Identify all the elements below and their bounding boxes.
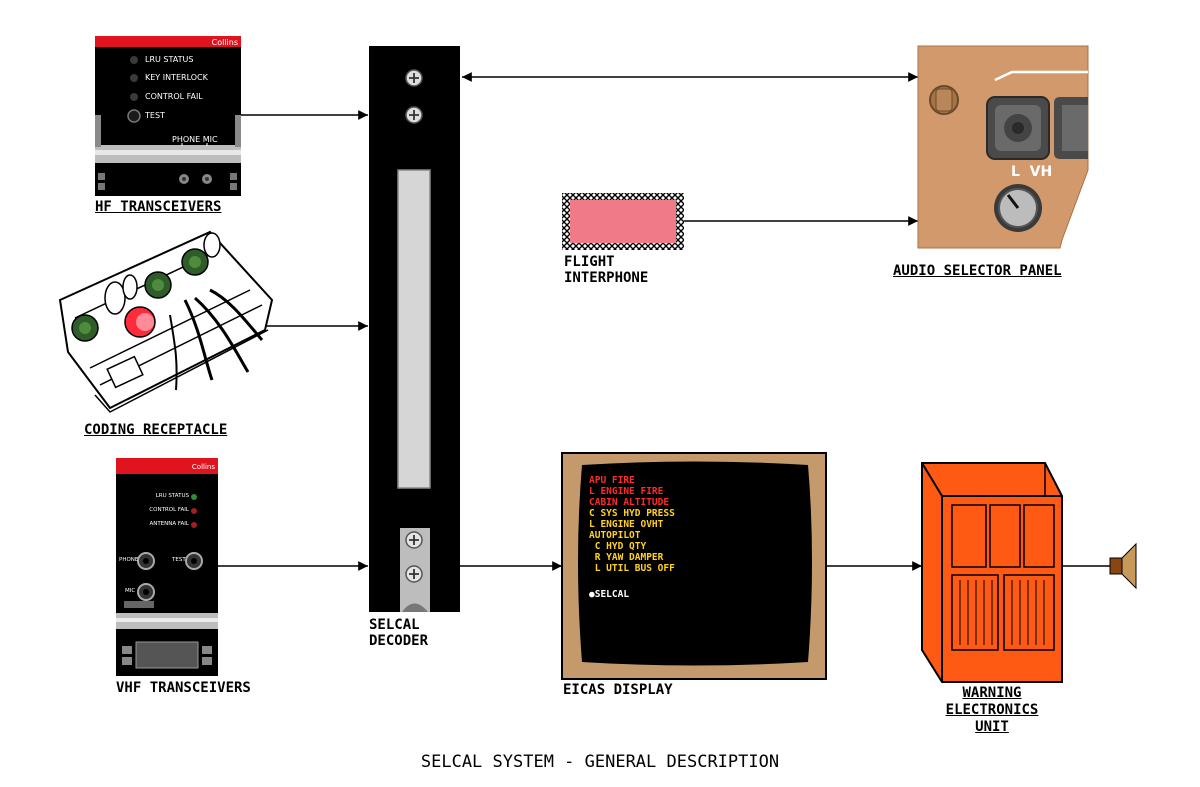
vhf-indicator-control-fail: CONTROL FAIL xyxy=(149,507,189,513)
decoder-label-line2: DECODER xyxy=(369,633,429,649)
vhf-transceivers-label: VHF TRANSCEIVERS xyxy=(116,680,251,696)
vhf-brand: Collins xyxy=(191,463,215,471)
weu-label-line1: WARNING xyxy=(962,685,1022,701)
coding-receptacle-drawing xyxy=(58,230,274,413)
hf-transceivers-label: HF TRANSCEIVERS xyxy=(95,199,222,215)
audio-button-vhf xyxy=(1054,97,1088,159)
eicas-msg-3: CABIN ALTITUDE xyxy=(589,497,670,508)
eicas-msg-5: L ENGINE OVHT xyxy=(589,519,664,530)
weu-label-line2: ELECTRONICS xyxy=(945,702,1039,718)
vhf-indicator-lru-status: LRU STATUS xyxy=(155,493,189,499)
interphone-label-line2: INTERPHONE xyxy=(564,270,649,286)
eicas-display-label: EICAS DISPLAY xyxy=(563,682,673,698)
hf-indicator-lru-status: LRU STATUS xyxy=(145,55,194,64)
eicas-message-list: APU FIRE L ENGINE FIRE CABIN ALTITUDE C … xyxy=(589,475,675,574)
screw-3 xyxy=(405,531,423,549)
screw-1 xyxy=(405,69,423,87)
audio-panel-text: L VH xyxy=(1011,164,1053,180)
vhf-test-label: TEST xyxy=(172,557,186,563)
vhf-phone-label: PHONE xyxy=(119,557,139,563)
audio-selector-label: AUDIO SELECTOR PANEL xyxy=(893,263,1062,279)
eicas-msg-9: L UTIL BUS OFF xyxy=(589,563,675,574)
interphone-label-line1: FLIGHT xyxy=(564,254,615,270)
eicas-msg-4: C SYS HYD PRESS xyxy=(589,508,675,519)
eicas-msg-1: APU FIRE xyxy=(589,475,635,486)
hf-transceiver xyxy=(95,36,241,196)
eicas-selcal-text: SELCAL xyxy=(594,589,630,600)
hf-indicator-key-interlock: KEY INTERLOCK xyxy=(145,73,208,82)
audio-button-l xyxy=(986,96,1050,160)
vhf-indicator-antenna-fail: ANTENNA FAIL xyxy=(149,521,189,527)
hf-brand: Collins xyxy=(211,38,238,47)
eicas-msg-7: C HYD QTY xyxy=(589,541,647,552)
vhf-transceiver xyxy=(116,458,218,676)
coding-receptacle-label: CODING RECEPTACLE xyxy=(84,422,228,438)
eicas-msg-6: AUTOPILOT xyxy=(589,530,641,541)
eicas-selcal-message: ●SELCAL xyxy=(589,589,629,600)
connector-green-2 xyxy=(144,271,172,299)
eicas-msg-8: R YAW DAMPER xyxy=(589,552,664,563)
vhf-mic-label: MIC xyxy=(125,588,136,594)
warning-electronics-unit xyxy=(921,462,1063,683)
screw-2 xyxy=(405,106,423,124)
eicas-msg-2: L ENGINE FIRE xyxy=(589,486,664,497)
speaker-icon xyxy=(1109,542,1137,590)
weu-label-line3: UNIT xyxy=(975,719,1009,735)
decoder-label-line1: SELCAL xyxy=(369,617,420,633)
hf-indicator-test: TEST xyxy=(145,111,165,120)
connector-green-3 xyxy=(181,248,209,276)
selcal-decoder xyxy=(369,46,460,612)
flight-interphone-block xyxy=(562,193,684,250)
hf-indicator-control-fail: CONTROL FAIL xyxy=(145,92,203,101)
diagram-title: SELCAL SYSTEM - GENERAL DESCRIPTION xyxy=(420,752,780,772)
connector-red xyxy=(124,306,156,338)
selcal-bullet-icon: ● xyxy=(589,589,595,600)
audio-knob-small xyxy=(929,85,959,115)
eicas-display xyxy=(561,452,827,680)
decoder-card-slot xyxy=(397,169,431,489)
hf-jack-label: PHONE MIC xyxy=(172,135,218,144)
connector-green-1 xyxy=(71,314,99,342)
audio-selector-panel xyxy=(917,45,1089,249)
screw-4 xyxy=(405,565,423,583)
audio-volume-knob xyxy=(994,184,1042,232)
